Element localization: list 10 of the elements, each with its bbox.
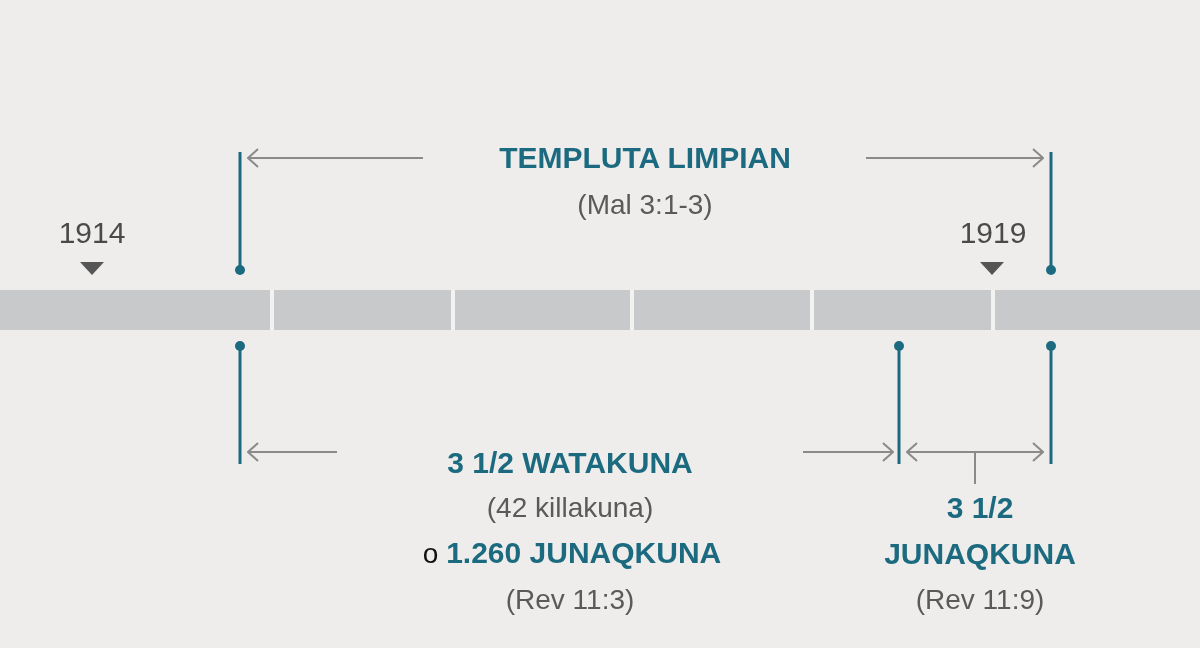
duration-text: 3 1/2 JUNAQKUNA (883, 490, 1077, 572)
year-label: 1919 (958, 215, 1028, 251)
heading-text: TEMPLUTA LIMPIAN (498, 140, 792, 176)
reference-text: (Rev 11:9) (914, 583, 1046, 617)
reference-text: (Rev 11:3) (504, 583, 636, 617)
duration-text: 3 1/2 WATAKUNA (446, 445, 694, 481)
duration-note: (42 killakuna) (485, 491, 655, 525)
duration-text: o 1.260 JUNAQKUNA (421, 535, 723, 571)
reference-text: (Mal 3:1-3) (576, 188, 714, 222)
year-label: 1914 (57, 215, 127, 251)
